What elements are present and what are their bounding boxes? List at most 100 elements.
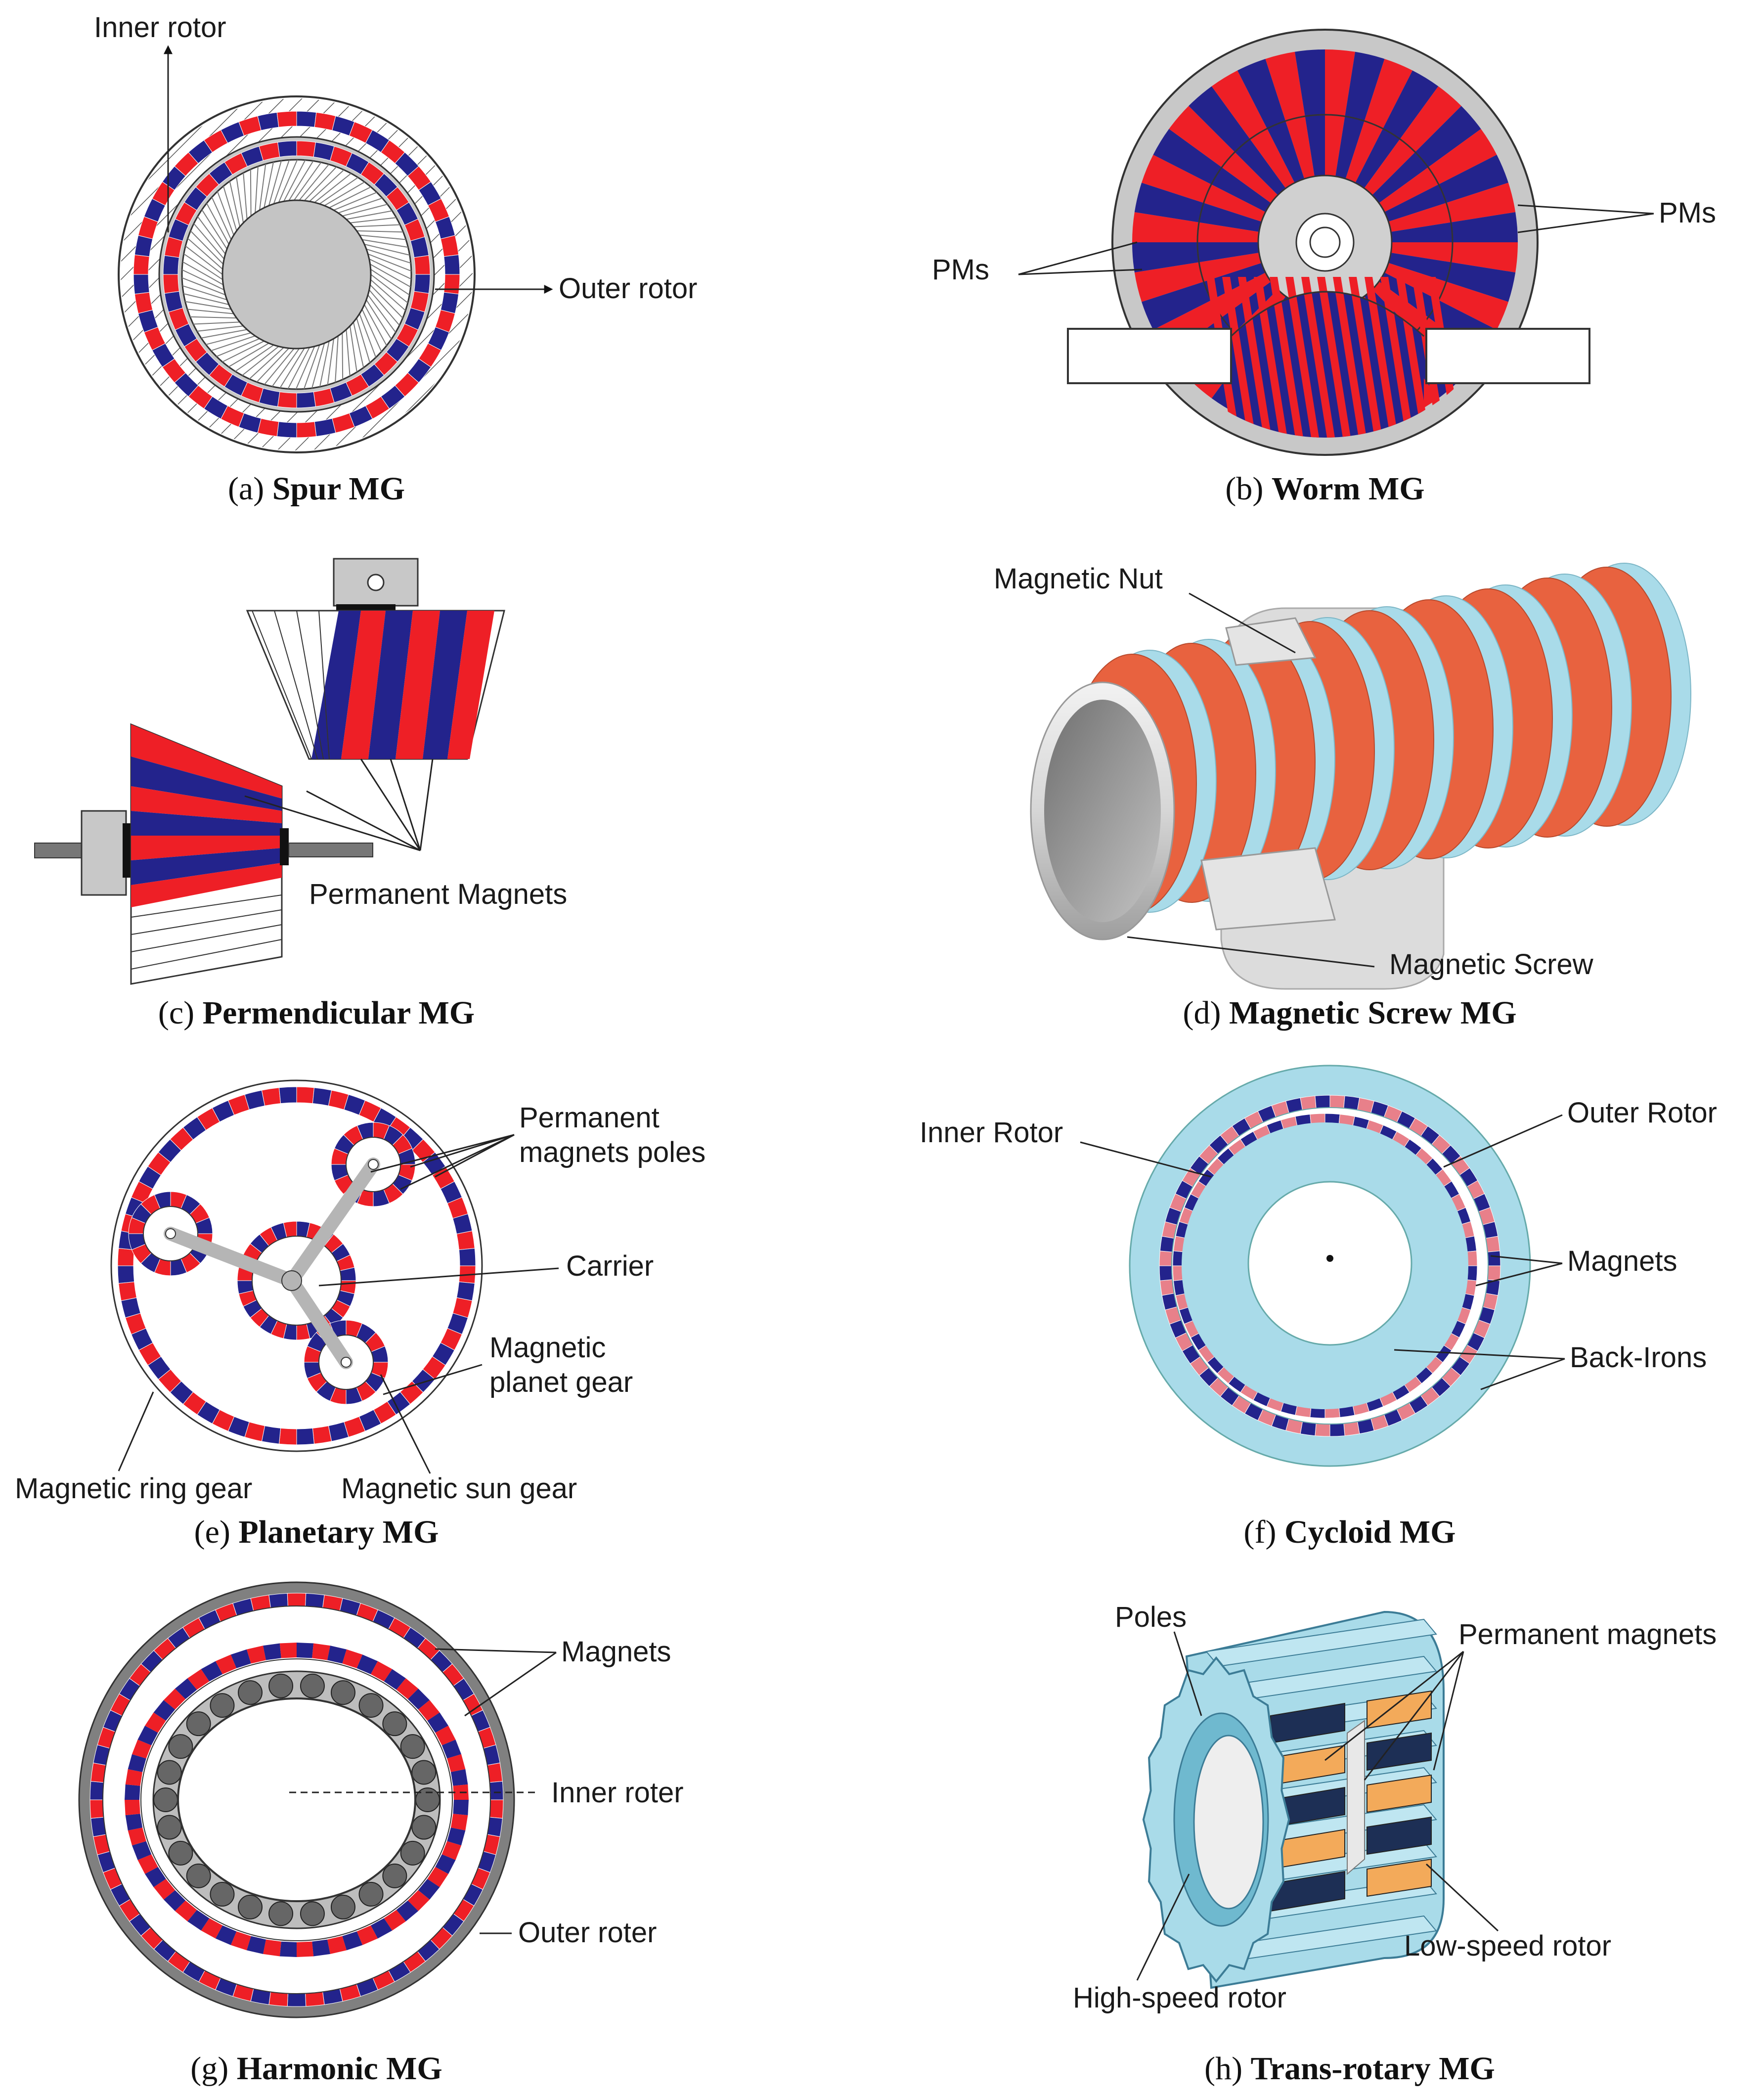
planetary-pm-label-1: Permanent <box>519 1102 660 1134</box>
spur-outer-magnet <box>133 254 150 275</box>
trans-front-bore <box>1193 1735 1264 1910</box>
perp-top-magnet <box>423 611 467 759</box>
harmonic-ball <box>153 1787 178 1812</box>
harmonic-flex-magnet <box>175 1900 197 1921</box>
perp-left-tip <box>280 828 289 865</box>
harmonic-ball <box>186 1863 211 1888</box>
cycloid-bore <box>1247 1181 1412 1346</box>
harmonic-wave-generator <box>177 1697 416 1902</box>
perp-left-magnet <box>131 724 282 799</box>
harmonic-flex-magnet <box>450 1814 468 1831</box>
harmonic-flex-magnet <box>384 1910 406 1931</box>
perp-left-magnet <box>131 836 282 860</box>
spur-spoke <box>303 345 320 389</box>
cycloid-backirons-leader-1 <box>1394 1349 1565 1360</box>
spur-spoke <box>370 264 411 288</box>
trans-pm-leader-2 <box>1364 1651 1464 1781</box>
planetary-carrier-arm <box>164 1227 299 1288</box>
harmonic-flex-magnet <box>441 1739 462 1759</box>
planetary-ring-magnet <box>296 1427 315 1445</box>
worm-screw-thread <box>1349 277 1388 438</box>
trans-low-leader <box>1425 1863 1499 1932</box>
perp-left-magnet <box>131 863 282 907</box>
perp-top-bore <box>367 574 385 591</box>
worm-screw-thread <box>1333 277 1372 438</box>
perp-left-magnet <box>131 757 282 811</box>
spur-spoke <box>183 293 229 305</box>
spur-spoke <box>268 160 282 206</box>
worm-pm-left-leader-1 <box>1018 241 1138 275</box>
planetary-ring-magnet <box>456 1230 475 1250</box>
harmonic-ball <box>210 1693 235 1718</box>
worm-shaft-right <box>1425 328 1590 384</box>
worm-screw-thread <box>1254 277 1293 438</box>
perp-left-magnet <box>131 811 282 836</box>
trans-pm-leader-3 <box>1433 1651 1464 1771</box>
worm-wheel-magnet <box>1384 154 1508 222</box>
spur-spoke <box>356 317 371 363</box>
trans-pm-leader-1 <box>1324 1650 1464 1761</box>
spur-spoke <box>329 186 371 209</box>
caption-a: (a) Spur MG <box>228 471 405 507</box>
spur-outer-magnet <box>134 292 153 314</box>
harmonic-ball <box>210 1881 235 1907</box>
trans-poles-leader <box>1173 1631 1202 1716</box>
planetary-pm-leader-1 <box>410 1134 515 1168</box>
cycloid-outer-magnet <box>1343 1095 1360 1111</box>
spur-outer-magnet <box>440 292 459 314</box>
planetary-ring-magnet <box>278 1427 297 1445</box>
trans-front-face <box>1142 1656 1290 1983</box>
harmonic-flex-magnet <box>342 1649 363 1668</box>
spur-spoke <box>353 224 400 227</box>
spur-outer-magnet <box>443 254 460 275</box>
spur-spoke <box>222 186 237 231</box>
harmonic-flex-magnet <box>132 1841 152 1860</box>
panel-spur-mg: Inner rotor Outer rotor (a) Spur MG <box>94 11 697 507</box>
harmonic-flex-magnet <box>187 1910 210 1931</box>
planetary-ring-label: Magnetic ring gear <box>15 1472 252 1505</box>
spur-spoke <box>190 316 237 319</box>
perp-top-gear <box>246 610 505 760</box>
caption-g: (g) Harmonic MG <box>190 2051 442 2087</box>
harmonic-flex-magnet <box>137 1854 158 1874</box>
harmonic-ball <box>300 1673 325 1698</box>
spur-spoke <box>273 160 290 204</box>
cycloid-magnets-label: Magnets <box>1567 1245 1677 1277</box>
panel-worm-mg: PMs PMs (b) Worm MG <box>932 29 1716 507</box>
spur-spoke <box>350 217 397 223</box>
panel-harmonic-mg: Inner roter Magnets Outer roter (g) Harm… <box>78 1581 684 2087</box>
spur-spoke <box>243 173 248 220</box>
planetary-planet-label-2: planet gear <box>489 1366 633 1398</box>
harmonic-flex-magnet <box>246 1936 266 1954</box>
cycloid-outer-magnet <box>1159 1236 1175 1252</box>
harmonic-flex-magnet <box>396 1678 419 1699</box>
worm-screw-thread <box>1238 277 1278 438</box>
planetary-carrier-label: Carrier <box>566 1250 654 1282</box>
harmonic-flex-magnet <box>356 1925 378 1945</box>
spur-spoke <box>181 277 226 296</box>
harmonic-flex-magnet <box>132 1739 152 1759</box>
worm-screw-thread <box>1317 277 1357 438</box>
spur-inner-magnet <box>296 391 316 408</box>
perp-left-gear <box>130 723 283 985</box>
spur-inner-magnet-ring <box>163 140 431 408</box>
planetary-pin <box>368 1159 379 1170</box>
spur-spoke <box>319 177 358 205</box>
harmonic-flex-magnet <box>327 1646 347 1664</box>
harmonic-outer-magnet <box>89 1799 104 1819</box>
harmonic-flex-magnet <box>407 1689 430 1710</box>
harmonic-ball <box>300 1901 325 1926</box>
harmonic-ball <box>382 1863 407 1888</box>
spur-spoke <box>362 239 408 248</box>
harmonic-ball <box>411 1760 437 1785</box>
panel-trans-rotary-mg: Poles Permanent magnets Low-speed rotor … <box>1073 1601 1717 2087</box>
harmonic-flex-magnet <box>215 1654 237 1675</box>
harmonic-ball <box>382 1711 407 1737</box>
harmonic-ball <box>268 1673 294 1698</box>
harmonic-ball <box>168 1734 193 1759</box>
planetary-pin <box>341 1357 352 1368</box>
harmonic-outer-magnet <box>305 1991 325 2007</box>
harmonic-bearing-balls <box>153 1673 440 1926</box>
harmonic-outer-magnet <box>489 1799 504 1819</box>
